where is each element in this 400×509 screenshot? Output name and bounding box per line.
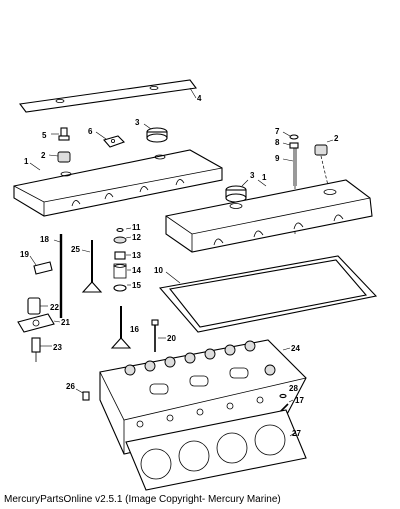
callout-8: 8	[275, 138, 280, 147]
callout-12: 12	[132, 233, 141, 242]
callout-4: 4	[197, 94, 202, 103]
callout-2: 2	[41, 151, 46, 160]
callout-23: 23	[53, 343, 62, 352]
part-2-grommet-left	[48, 151, 71, 163]
callout-3: 3	[250, 171, 255, 180]
callout-7: 7	[275, 127, 280, 136]
callout-14: 14	[132, 266, 141, 275]
callout-22: 22	[50, 303, 59, 312]
copyright-caption: MercuryPartsOnline v2.5.1 (Image Copyrig…	[4, 494, 281, 505]
callout-28: 28	[289, 384, 298, 393]
callout-6: 6	[88, 127, 93, 136]
callout-21: 21	[61, 318, 70, 327]
part-18-pushrod	[53, 234, 63, 318]
callout-15: 15	[132, 281, 141, 290]
part-26-plug	[75, 388, 90, 401]
part-19-guide-plate	[29, 255, 53, 275]
part-10-gasket	[158, 255, 378, 333]
part-27-head-gasket	[125, 409, 307, 491]
callout-16: 16	[130, 325, 139, 334]
callout-2: 2	[334, 134, 339, 143]
part-7-8-9-stud	[282, 131, 299, 236]
callout-27: 27	[292, 429, 301, 438]
callout-24: 24	[291, 344, 300, 353]
callout-11: 11	[132, 223, 141, 232]
callout-3: 3	[135, 118, 140, 127]
callout-10: 10	[154, 266, 163, 275]
callout-5: 5	[42, 131, 47, 140]
callout-25: 25	[71, 245, 80, 254]
part-3-cap-left	[143, 123, 168, 143]
part-21-rocker-arm	[17, 313, 61, 333]
callout-13: 13	[132, 251, 141, 260]
part-5-breather	[51, 127, 70, 141]
part-3-cap-right	[225, 179, 249, 203]
callout-labels: 4 5 6 3 2 1 7 8 9 2 3 1 10 11 12 13 14 1…	[20, 94, 339, 438]
part-16-valve	[110, 306, 132, 349]
part-23-rocker-stud	[31, 337, 52, 362]
part-4-gasket	[19, 79, 197, 113]
part-1-valve-cover-right	[165, 179, 373, 253]
part-25-valve	[81, 240, 103, 293]
callout-18: 18	[40, 235, 49, 244]
part-11-15-spring-stack	[113, 227, 132, 292]
callout-1: 1	[262, 173, 267, 182]
part-20-bolt	[151, 319, 166, 352]
callout-1: 1	[24, 157, 29, 166]
callout-17: 17	[295, 396, 304, 405]
part-6-bracket	[95, 131, 126, 148]
part-22-lifter	[27, 297, 48, 315]
callout-26: 26	[66, 382, 75, 391]
callout-9: 9	[275, 154, 280, 163]
part-1-valve-cover-left	[13, 149, 223, 217]
part-28-dowel	[279, 393, 287, 399]
callout-19: 19	[20, 250, 29, 259]
callout-20: 20	[167, 334, 176, 343]
